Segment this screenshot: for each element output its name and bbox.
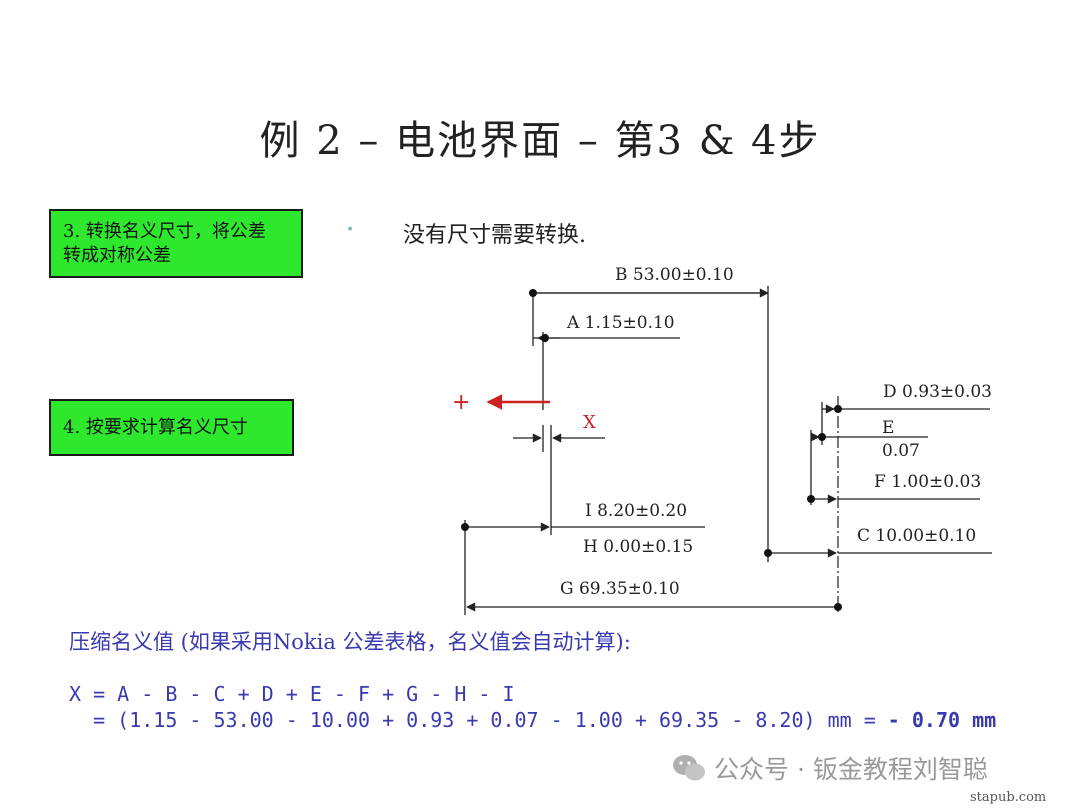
- step-3-box: 3. 转换名义尺寸，将公差 转成对称公差: [49, 209, 303, 278]
- dim-i-label: I 8.20±0.20: [585, 501, 687, 521]
- dim-a-label: A 1.15±0.10: [566, 313, 675, 333]
- dot: [818, 433, 826, 441]
- site-mark: stapub.com: [970, 790, 1047, 805]
- dot: [834, 405, 842, 413]
- dot: [529, 289, 537, 297]
- dim-b-label: B 53.00±0.10: [615, 265, 734, 285]
- watermark: 公众号 · 钣金教程刘智聪: [672, 750, 988, 786]
- dim-g-label: G 69.35±0.10: [560, 579, 680, 599]
- dim-h-label: H 0.00±0.15: [583, 537, 693, 557]
- conversion-note: 没有尺寸需要转换.: [403, 223, 586, 248]
- dot: [764, 549, 772, 557]
- bullet-icon: •: [346, 222, 355, 238]
- dim-f-label: F 1.00±0.03: [874, 472, 981, 492]
- formula-result: - 0.70 mm: [887, 708, 997, 732]
- dot: [834, 603, 842, 611]
- dim-e-value: 0.07: [882, 441, 920, 461]
- wechat-icon: [673, 755, 705, 781]
- step-4-box: 4. 按要求计算名义尺寸: [49, 399, 294, 456]
- watermark-text: 公众号 · 钣金教程刘智聪: [714, 755, 988, 784]
- dim-d-label: D 0.93±0.03: [883, 382, 992, 402]
- dot: [807, 495, 815, 503]
- formula-line-2-text: = (1.15 - 53.00 - 10.00 + 0.93 + 0.07 - …: [69, 708, 888, 732]
- formula-intro: 压缩名义值 (如果采用Nokia 公差表格，名义值会自动计算):: [69, 630, 631, 654]
- dot: [461, 523, 469, 531]
- page-title: 例 2 – 电池界面 – 第3 & 4步: [259, 118, 821, 164]
- dim-e-name: E: [882, 418, 894, 438]
- dim-c-label: C 10.00±0.10: [857, 526, 976, 546]
- plus-sign: +: [452, 390, 470, 415]
- x-gap-label: X: [583, 412, 596, 433]
- formula-line-2: = (1.15 - 53.00 - 10.00 + 0.93 + 0.07 - …: [69, 708, 996, 732]
- dot: [541, 334, 549, 342]
- formula-line-1: X = A - B - C + D + E - F + G - H - I: [69, 682, 515, 706]
